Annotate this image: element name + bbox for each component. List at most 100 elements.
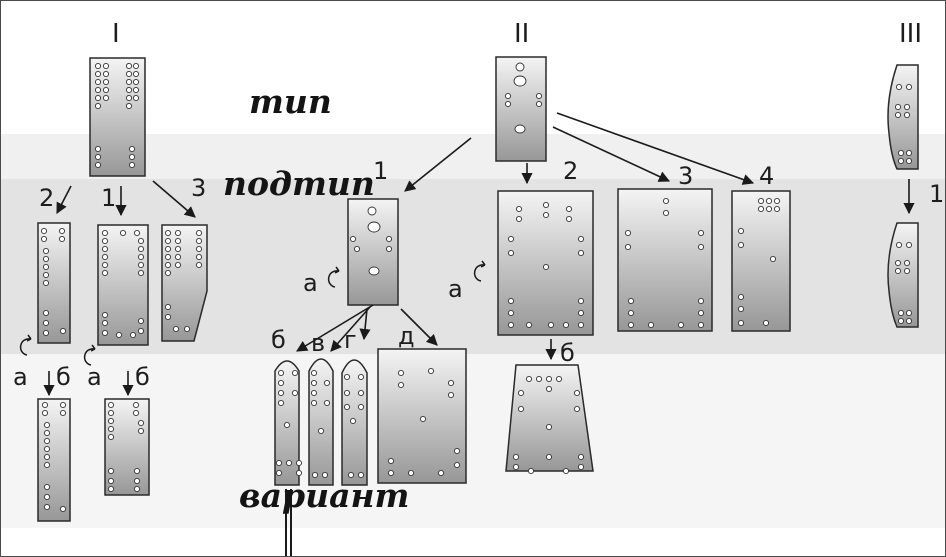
type-III-subtype-1: 1 (929, 180, 945, 208)
hole (407, 469, 415, 477)
hole (310, 399, 318, 407)
hole (894, 111, 902, 119)
hole (310, 369, 318, 377)
hole (94, 102, 102, 110)
hole (43, 453, 51, 461)
plate-II-1-v (308, 358, 334, 486)
arrows-group (43, 112, 915, 397)
hole (107, 425, 115, 433)
hole (43, 421, 51, 429)
hole (517, 405, 525, 413)
hole (577, 297, 585, 305)
hole (535, 375, 543, 383)
hole (172, 325, 180, 333)
hole (291, 389, 299, 397)
hole (42, 309, 50, 317)
curl-I-1 (83, 344, 96, 366)
arrow-II-1-v (330, 306, 371, 352)
type-I-subtype-2: 2 (39, 184, 55, 212)
hole (903, 267, 911, 275)
hole (317, 427, 325, 435)
hole (905, 83, 913, 91)
hole (624, 229, 632, 237)
hole (897, 317, 905, 325)
hole (387, 469, 395, 477)
hole (769, 255, 777, 263)
hole (107, 409, 115, 417)
hole (385, 235, 393, 243)
hole (94, 161, 102, 169)
hole (174, 237, 182, 245)
hole (42, 279, 50, 287)
hole (349, 417, 357, 425)
hole (627, 297, 635, 305)
hole (275, 469, 283, 477)
curl-I-2 (19, 334, 32, 356)
hole (773, 205, 781, 213)
type-I-subtype-3: 3 (191, 174, 207, 202)
hole (624, 243, 632, 251)
hole (627, 309, 635, 317)
hole (515, 205, 523, 213)
hole (164, 229, 172, 237)
hole (42, 247, 50, 255)
hole (419, 415, 427, 423)
rotation-marks-group (19, 260, 486, 366)
level-label-type: тип (249, 82, 332, 121)
hole (102, 94, 110, 102)
hole (183, 325, 191, 333)
hole (128, 145, 136, 153)
hole (43, 503, 51, 511)
hole (343, 389, 351, 397)
hole (102, 86, 110, 94)
hole (343, 373, 351, 381)
hole (905, 157, 913, 165)
plate-II-1 (347, 198, 399, 306)
hole (137, 419, 145, 427)
hole (367, 221, 381, 233)
curl-II-1 (327, 266, 340, 288)
hole (507, 297, 515, 305)
hole (42, 271, 50, 279)
band-variant (1, 354, 945, 528)
hole (737, 293, 745, 301)
plate-II-2 (497, 190, 594, 336)
hole (164, 313, 172, 321)
hole (737, 227, 745, 235)
hole (59, 409, 67, 417)
hole (125, 102, 133, 110)
hole (195, 253, 203, 261)
hole (577, 321, 585, 329)
hole (662, 209, 670, 217)
band-bottom (1, 528, 945, 556)
hole (737, 319, 745, 327)
hole (43, 437, 51, 445)
hole (115, 331, 123, 339)
hole (453, 447, 461, 455)
hole (697, 321, 705, 329)
hole (59, 327, 67, 335)
hole (43, 429, 51, 437)
arrow-I-2 (56, 185, 72, 214)
hole (94, 78, 102, 86)
hole (133, 477, 141, 485)
hole (525, 375, 533, 383)
hole (133, 229, 141, 237)
type-II-s2-variant-b: б (560, 339, 575, 367)
plate-II-3 (617, 188, 713, 332)
hole (101, 229, 109, 237)
hole (662, 197, 670, 205)
hole (504, 100, 512, 108)
hole (905, 309, 913, 317)
hole (43, 445, 51, 453)
hole (137, 269, 145, 277)
hole (895, 83, 903, 91)
hole (349, 235, 357, 243)
hole (94, 62, 102, 70)
hole (737, 305, 745, 313)
hole (132, 70, 140, 78)
hole (132, 409, 140, 417)
hole (535, 92, 543, 100)
hole (542, 201, 550, 209)
arrow-II-1-d (400, 308, 438, 346)
